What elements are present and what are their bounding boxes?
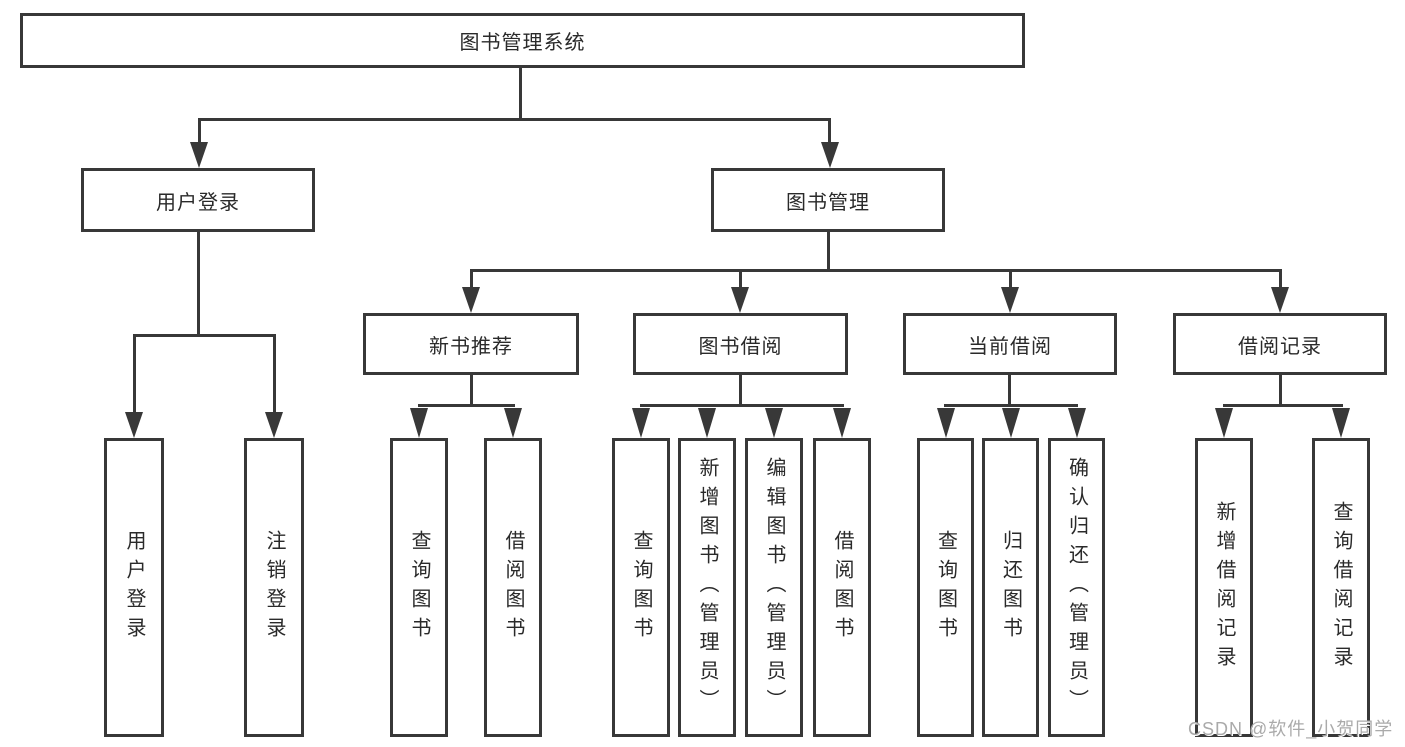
node-label: 图书管理 — [786, 191, 870, 214]
csdn-watermark: CSDN @软件_小贺同学 — [1188, 719, 1394, 739]
connector-borrow-stub — [739, 375, 742, 407]
connector-userlogin-bar — [133, 334, 276, 337]
arrow-down-icon — [698, 408, 716, 438]
connector-bookmgmt-drop — [739, 269, 742, 289]
connector-newrec-stub — [470, 375, 473, 407]
leaf-label: 查询借阅记录 — [1330, 500, 1352, 675]
node-label: 用户登录 — [156, 191, 240, 214]
connector-root-right-drop — [828, 118, 831, 146]
leaf-label: 归还图书 — [999, 529, 1022, 646]
leaf-label: 新增图书（管理员） — [696, 457, 718, 718]
connector-root-bar — [198, 118, 831, 121]
connector-bookmgmt-drop — [1009, 269, 1012, 289]
leaf-borrow-add-books-admin: 新增图书（管理员） — [678, 438, 736, 737]
leaf-borrow-query-books: 查询图书 — [612, 438, 670, 737]
connector-borrow-bar — [640, 404, 844, 407]
node-label: 图书管理系统 — [459, 32, 586, 54]
arrow-down-icon — [1215, 408, 1233, 438]
leaf-current-confirm-return-admin: 确认归还（管理员） — [1048, 438, 1105, 737]
leaf-borrow-edit-books-admin: 编辑图书（管理员） — [745, 438, 803, 737]
node-label: 新书推荐 — [429, 335, 513, 358]
leaf-label: 查询图书 — [630, 529, 652, 646]
leaf-label: 借阅图书 — [502, 529, 524, 646]
leaf-records-query-record: 查询借阅记录 — [1312, 438, 1370, 737]
node-borrow-records: 借阅记录 — [1173, 313, 1387, 375]
arrow-down-icon — [504, 408, 522, 438]
connector-records-bar — [1223, 404, 1343, 407]
leaf-borrow-borrow-books: 借阅图书 — [813, 438, 871, 737]
leaf-label: 编辑图书（管理员） — [763, 457, 785, 718]
arrow-down-icon — [632, 408, 650, 438]
leaf-label: 注销登录 — [263, 529, 285, 646]
leaf-current-return-books: 归还图书 — [982, 438, 1039, 737]
arrow-down-icon — [937, 408, 955, 438]
leaf-label: 借阅图书 — [831, 529, 853, 646]
connector-userlogin-stub — [197, 232, 200, 337]
connector-root-stub — [519, 66, 522, 121]
connector-bookmgmt-drop — [470, 269, 473, 289]
connector-current-stub — [1008, 375, 1011, 407]
leaf-label: 确认归还（管理员） — [1065, 457, 1088, 718]
arrow-down-icon — [410, 408, 428, 438]
node-user-login: 用户登录 — [81, 168, 315, 232]
connector-bookmgmt-bar — [470, 269, 1281, 272]
arrow-down-icon — [1002, 408, 1020, 438]
leaf-label: 新增借阅记录 — [1213, 500, 1235, 675]
leaf-user-login: 用户登录 — [104, 438, 164, 737]
arrow-down-icon — [1271, 287, 1289, 313]
leaf-label: 查询图书 — [408, 529, 430, 646]
arrow-down-icon — [1332, 408, 1350, 438]
arrow-down-icon — [265, 412, 283, 438]
connector-newrec-bar — [418, 404, 515, 407]
arrow-down-icon — [833, 408, 851, 438]
node-label: 当前借阅 — [968, 335, 1052, 358]
leaf-newrec-borrow-books: 借阅图书 — [484, 438, 542, 737]
leaf-newrec-query-books: 查询图书 — [390, 438, 448, 737]
arrow-down-icon — [731, 287, 749, 313]
connector-current-bar — [944, 404, 1078, 407]
arrow-down-icon — [765, 408, 783, 438]
leaf-current-query-books: 查询图书 — [917, 438, 974, 737]
node-new-book-recommend: 新书推荐 — [363, 313, 579, 375]
leaf-records-add-record: 新增借阅记录 — [1195, 438, 1253, 737]
leaf-label: 用户登录 — [123, 529, 145, 646]
arrow-down-icon — [821, 142, 839, 168]
arrow-down-icon — [1068, 408, 1086, 438]
connector-records-stub — [1279, 375, 1282, 407]
connector-userlogin-left-drop — [133, 334, 136, 412]
connector-userlogin-right-drop — [273, 334, 276, 412]
node-label: 借阅记录 — [1238, 335, 1322, 358]
leaf-logout: 注销登录 — [244, 438, 304, 737]
connector-bookmgmt-stub — [827, 232, 830, 272]
node-current-borrow: 当前借阅 — [903, 313, 1117, 375]
leaf-label: 查询图书 — [934, 529, 957, 646]
node-label: 图书借阅 — [698, 335, 783, 358]
arrow-down-icon — [125, 412, 143, 438]
node-library-management-system: 图书管理系统 — [20, 13, 1025, 68]
arrow-down-icon — [1001, 287, 1019, 313]
connector-root-left-drop — [198, 118, 201, 146]
connector-bookmgmt-drop — [1279, 269, 1282, 289]
node-book-borrow: 图书借阅 — [633, 313, 848, 375]
node-book-management: 图书管理 — [711, 168, 945, 232]
arrow-down-icon — [190, 142, 208, 168]
arrow-down-icon — [462, 287, 480, 313]
